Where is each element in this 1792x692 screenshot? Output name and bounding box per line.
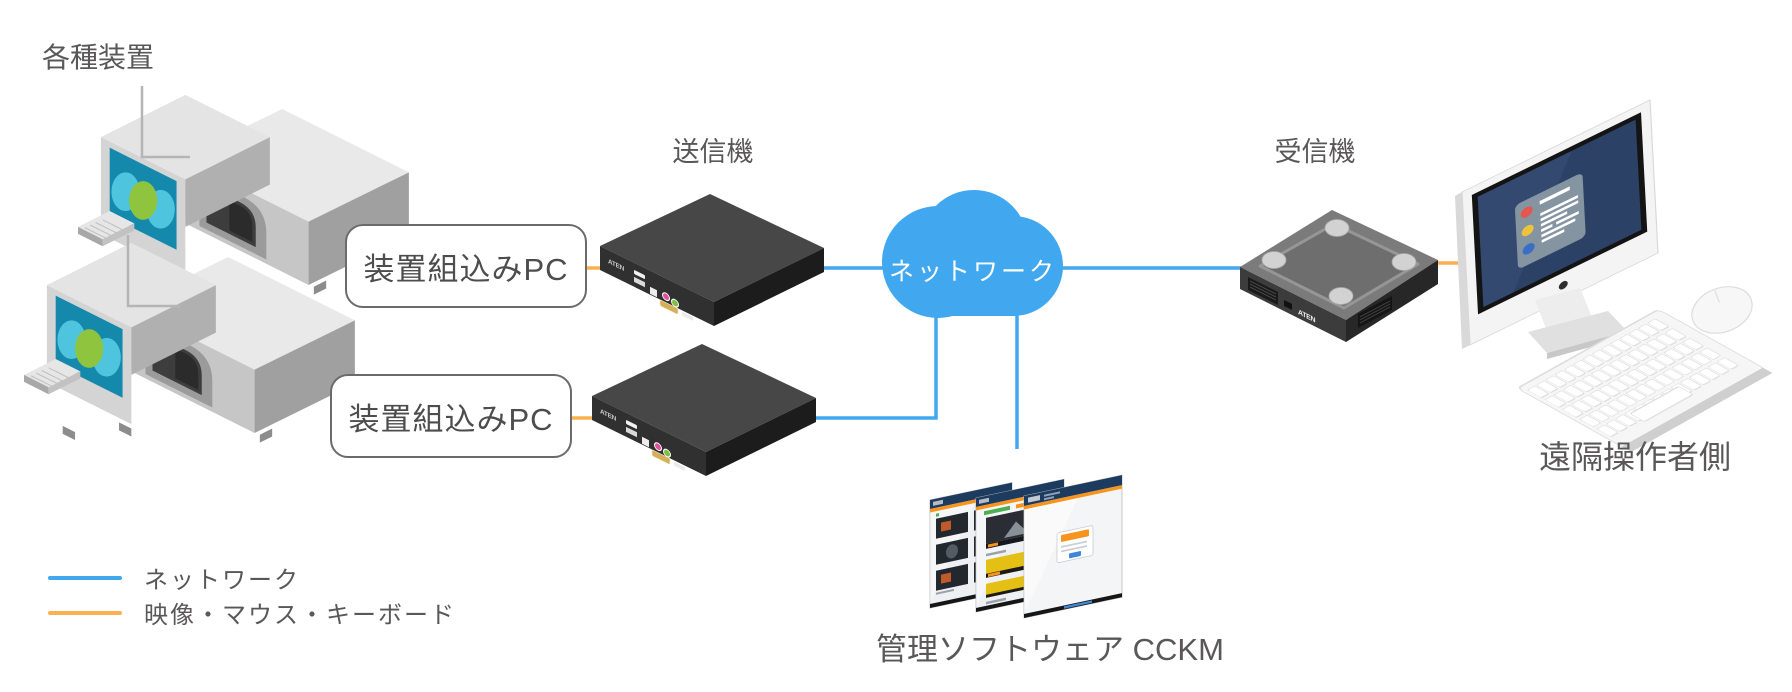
monitor-stand-base	[1528, 311, 1627, 353]
management-software-label: 管理ソフトウェア CCKM	[876, 632, 1224, 667]
transmitter-device-2	[591, 343, 817, 477]
network-line-transmitter2-cloud	[810, 308, 938, 420]
remote-monitor	[1455, 99, 1659, 359]
network-cloud	[882, 190, 1063, 318]
legend: ネットワーク 映像・マウス・キーボード	[48, 560, 456, 630]
cckm-software-screens	[929, 474, 1123, 619]
legend-row-network: ネットワーク	[48, 560, 456, 595]
receiver-device: ATEN	[1240, 210, 1438, 342]
source-devices-label: 各種装置	[42, 42, 155, 73]
transmitter-label: 送信機	[672, 137, 754, 167]
network-line-label: ネットワーク	[144, 567, 300, 594]
video-mouse-keyboard-swatch	[48, 610, 122, 615]
remote-mouse	[1691, 286, 1753, 334]
leader-line-machine-1	[140, 86, 190, 159]
network-cloud-label: ネットワーク	[888, 258, 1057, 286]
embedded-pc-callout-2-text: 装置組込みPC	[348, 401, 554, 437]
embedded-pc-callout-1: 装置組込みPC	[345, 224, 587, 308]
receiver-label: 受信機	[1274, 137, 1356, 167]
legend-row-kvm: 映像・マウス・キーボード	[48, 595, 456, 630]
remote-operator-label: 遠隔操作者側	[1538, 439, 1731, 475]
video-mouse-keyboard-label: 映像・マウス・キーボード	[144, 602, 456, 629]
network-line-swatch	[48, 575, 122, 580]
embedded-pc-callout-2: 装置組込みPC	[330, 374, 572, 458]
cckm-window-3	[1023, 474, 1123, 619]
leader-line-machine-2	[126, 235, 180, 308]
transmitter-device-1	[599, 193, 825, 327]
remote-keyboard	[1518, 310, 1773, 452]
embedded-pc-callout-1-text: 装置組込みPC	[363, 251, 569, 287]
